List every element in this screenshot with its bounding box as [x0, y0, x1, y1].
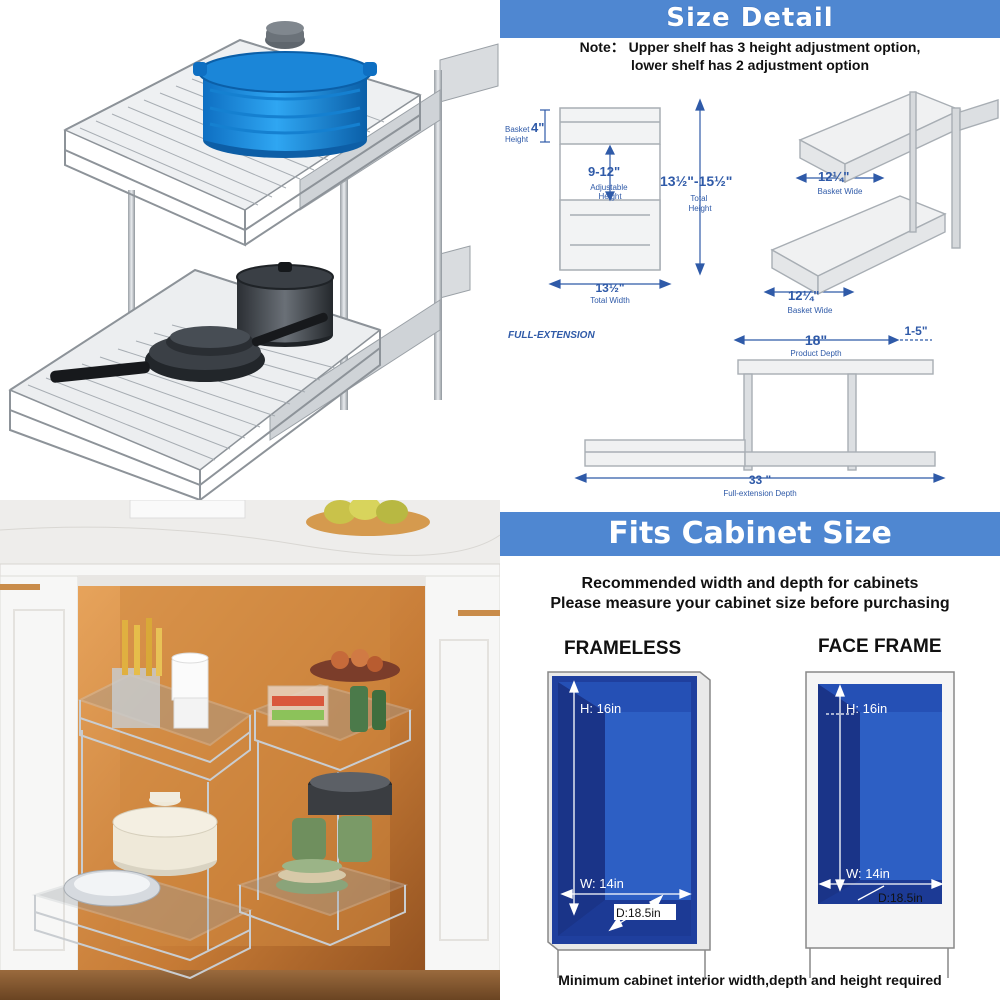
fits-cabinet-banner: Fits Cabinet Size [500, 512, 1000, 556]
cabinet-diagrams: H: 16in W: 14in D:18.5in [547, 671, 955, 978]
frameless-depth: D:18.5in [616, 906, 661, 920]
recommended-line-1: Recommended width and depth for cabinets [581, 575, 919, 592]
basket-wide-lower-value: 12¼" [788, 288, 819, 303]
front-view-rack [559, 107, 661, 271]
glass-container [267, 685, 329, 727]
size-labels: Basket Height 4" 9-12" Adjustable Height… [505, 120, 928, 498]
face-frame-cabinet: H: 16in W: 14in D:18.5in [805, 671, 955, 978]
size-detail-banner: Size Detail [500, 0, 1000, 38]
adjustable-height-label-1: Adjustable [590, 183, 628, 192]
frameless-cabinet: H: 16in W: 14in D:18.5in [547, 671, 711, 978]
basket-height-label-2: Height [505, 135, 529, 144]
total-height-label-1: Total [690, 194, 707, 203]
dark-stockpot [308, 772, 392, 815]
countertop [0, 500, 500, 577]
svg-text:Basket Height: Basket Height [505, 125, 532, 144]
face-frame-title: FACE FRAME [818, 636, 942, 657]
size-detail-panel: Size Detail Note： Upper shelf has 3 heig… [500, 0, 1000, 500]
left-cabinet-door [0, 575, 79, 1000]
note-line-2: lower shelf has 2 adjustment option [630, 57, 870, 73]
full-extension-depth-label: Full-extension Depth [723, 489, 796, 498]
fits-cabinet-panel: Fits Cabinet Size Recommended width and … [500, 500, 1000, 1000]
minimum-requirement-note: Minimum cabinet interior width,depth and… [558, 972, 942, 988]
svg-text:Total Height: Total Height [688, 194, 712, 213]
face-frame-depth: D:18.5in [878, 891, 923, 905]
blue-dutch-oven [193, 21, 377, 158]
adjustable-height-value: 9-12" [588, 164, 620, 179]
note-line-1: Note： Upper shelf has 3 height adjustmen… [579, 39, 921, 55]
basket-wide-upper-value: 12¼" [818, 169, 849, 184]
frame-rails [128, 43, 499, 441]
full-extension-label: FULL-EXTENSION [508, 330, 595, 341]
recommended-line-2: Please measure your cabinet size before … [550, 595, 950, 612]
stacked-plates [276, 859, 348, 894]
size-diagram: Basket Height 4" 9-12" Adjustable Height… [505, 91, 999, 498]
frameless-height: H: 16in [580, 701, 621, 716]
angled-view-rack [770, 91, 999, 296]
utensil-holder [112, 618, 162, 728]
face-frame-width: W: 14in [846, 866, 890, 881]
onion-basket [310, 649, 400, 682]
total-height-label-2: Height [688, 204, 712, 213]
full-extension-rack [584, 359, 936, 471]
two-tier-rack-illustration [8, 21, 499, 500]
basket-height-label-1: Basket [505, 125, 530, 134]
fruit-bowl [306, 500, 430, 536]
face-frame-height: H: 16in [846, 701, 887, 716]
frameless-title: FRAMELESS [564, 638, 682, 659]
basket-height-value: 4" [531, 120, 544, 135]
steel-bowl [63, 869, 161, 907]
total-width-label: Total Width [590, 296, 630, 305]
product-depth-value: 18" [805, 332, 827, 348]
total-height-value: 13½"-15½" [660, 173, 732, 189]
basket-wide-lower-label: Basket Wide [788, 306, 833, 315]
extra-depth-value: 1-5" [904, 324, 927, 338]
adjustable-height-label-2: Height [598, 192, 622, 201]
basket-wide-upper-label: Basket Wide [818, 187, 863, 196]
cream-pot [112, 792, 218, 876]
svg-text:Adjustable Height: Adjustable Height [590, 183, 630, 201]
product-depth-label: Product Depth [790, 349, 841, 358]
frameless-width: W: 14in [580, 876, 624, 891]
product-photo-panel [0, 0, 500, 500]
total-width-value: 13½" [595, 281, 624, 295]
full-extension-value: 33 " [749, 473, 771, 487]
frying-pans [50, 312, 328, 383]
green-bottles [350, 686, 386, 732]
green-canisters [292, 816, 372, 862]
kitchen-cabinet-illustration [0, 500, 500, 1000]
white-cups [171, 652, 209, 729]
kitchen-cabinet-photo-panel [0, 500, 500, 1000]
